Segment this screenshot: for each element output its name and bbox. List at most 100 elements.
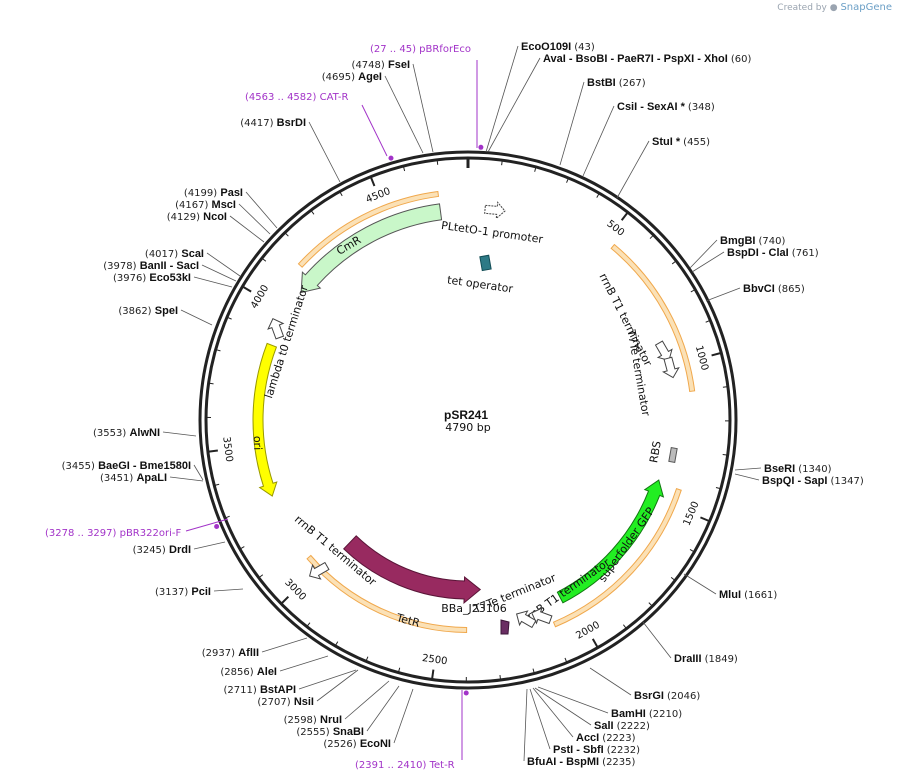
enzyme-label-alei[interactable]: (2856) AleI: [220, 666, 277, 678]
enzyme-label-agei[interactable]: (4695) AgeI: [322, 71, 382, 83]
enzyme-leader-line: [559, 81, 585, 166]
credit-brand: SnapGene: [840, 2, 892, 13]
enzyme-label-avai[interactable]: AvaI - BsoBI - PaeR7I - PspXI - XhoI (60…: [543, 53, 751, 65]
tick-mark: [620, 211, 629, 221]
enzyme-label-apali[interactable]: (3451) ApaLI: [100, 472, 167, 484]
enzyme-label-csii[interactable]: CsiI - SexAI * (348): [617, 101, 715, 113]
enzyme-label-stui[interactable]: StuI * (455): [652, 136, 710, 148]
enzyme-leader-line: [642, 621, 672, 659]
snapgene-logo-icon: ●: [829, 3, 838, 13]
enzyme-leader-line: [261, 637, 308, 653]
tick-mark: [402, 165, 406, 172]
enzyme-leader-line: [229, 215, 265, 243]
enzyme-label-fsei[interactable]: (4748) FseI: [352, 59, 410, 71]
enzyme-label-banii[interactable]: (3978) BanII - SacI: [103, 260, 199, 272]
enzyme-label-drdi[interactable]: (3245) DrdI: [133, 544, 191, 556]
credit-prefix: Created by: [777, 3, 827, 13]
enzyme-label-draiii[interactable]: DraIII (1849): [674, 653, 738, 665]
enzyme-label-bstbi[interactable]: BstBI (267): [587, 77, 646, 89]
enzyme-leader-line: [485, 45, 519, 153]
tick-label: 4000: [249, 283, 271, 311]
enzyme-label-bsrdi[interactable]: (4417) BsrDI: [240, 117, 306, 129]
tick-mark: [261, 257, 267, 262]
rbs-box: [668, 447, 678, 463]
enzyme-leader-line: [193, 276, 233, 288]
ori-arrow: [252, 342, 278, 497]
terminator-arrow-icon: [662, 356, 680, 379]
enzyme-label-bmgbi[interactable]: BmgBI (740): [720, 235, 785, 247]
enzyme-label-bamhi[interactable]: BamHI (2210): [611, 708, 682, 720]
enzyme-label-baegi[interactable]: (3455) BaeGI - Bme1580I: [62, 460, 191, 472]
tick-mark: [365, 656, 369, 662]
enzyme-label-aflii[interactable]: (2937) AflII: [202, 647, 259, 659]
enzyme-label-bspqi[interactable]: BspQI - SapI (1347): [762, 475, 864, 487]
tick-mark: [207, 449, 218, 453]
tick-mark: [226, 316, 232, 320]
feature-label-tetr: TetR: [394, 611, 421, 630]
enzyme-leader-line: [298, 669, 357, 690]
backbone-outer-ring: [198, 150, 738, 690]
tick-mark: [436, 159, 439, 165]
enzyme-label-bspdi[interactable]: BspDI - ClaI (761): [727, 247, 819, 259]
enzyme-leader-line: [213, 588, 244, 592]
enzyme-leader-line: [523, 688, 528, 762]
primer-label-tet-r[interactable]: (2391 .. 2410) Tet-R: [355, 760, 455, 771]
enzyme-leader-line: [734, 473, 760, 481]
tick-mark: [208, 382, 214, 385]
enzyme-label-econi[interactable]: (2526) EcoNI: [323, 738, 391, 750]
enzyme-label-ecoo109i[interactable]: EcoO109I (43): [521, 41, 595, 53]
enzyme-label-bstapi[interactable]: (2711) BstAPI: [224, 684, 297, 696]
enzyme-leader-line: [193, 541, 226, 550]
primer-label-pbr322ori-f[interactable]: (3278 .. 3297) pBR322ori-F: [45, 528, 181, 539]
enzyme-label-nrui[interactable]: (2598) NruI: [284, 714, 342, 726]
enzyme-label-psti[interactable]: PstI - SbfI (2232): [553, 744, 640, 756]
enzyme-label-spei[interactable]: (3862) SpeI: [118, 305, 178, 317]
enzyme-label-msci[interactable]: (4167) MscI: [175, 199, 236, 211]
feature-label-pltet-promoter: PLtetO-1 promoter: [440, 219, 544, 246]
bba-j23106-promoter-icon: [500, 619, 510, 635]
plasmid-length: 4790 bp: [445, 421, 490, 434]
tick-mark: [284, 232, 289, 237]
enzyme-leader-line: [616, 140, 650, 199]
enzyme-leader-line: [316, 669, 359, 702]
enzyme-leader-line: [734, 467, 762, 471]
enzyme-label-mlui[interactable]: MluI (1661): [719, 589, 777, 601]
enzyme-label-bseri[interactable]: BseRI (1340): [764, 463, 832, 475]
tick-mark: [649, 234, 654, 239]
feature-label-tet-operator: tet operator: [446, 273, 514, 295]
primer-marker: [463, 690, 469, 696]
tick-mark: [711, 351, 722, 357]
feature-label-t7te-terminator: T7Te terminator: [624, 328, 652, 418]
enzyme-leader-line: [193, 464, 204, 481]
primer-label-pbrforeco[interactable]: (27 .. 45) pBRforEco: [370, 44, 471, 55]
tick-mark: [310, 209, 315, 215]
tick-label: 2000: [574, 620, 602, 642]
enzyme-label-acci[interactable]: AccI (2223): [576, 732, 636, 744]
tick-mark: [722, 453, 728, 456]
tick-mark: [705, 319, 711, 323]
terminator-arrow-icon: [531, 607, 553, 625]
tick-mark: [431, 669, 435, 680]
enzyme-label-bbvci[interactable]: BbvCI (865): [743, 283, 805, 295]
tick-mark: [369, 176, 376, 187]
feature-label-ori: ori: [251, 436, 264, 451]
tick-label: 2500: [421, 653, 448, 667]
enzyme-label-pasi[interactable]: (4199) PasI: [184, 187, 243, 199]
primer-label-cat-r[interactable]: (4563 .. 4582) CAT-R: [245, 92, 348, 103]
enzyme-label-ncoi[interactable]: (4129) NcoI: [167, 211, 227, 223]
enzyme-leader-line: [529, 688, 551, 750]
enzyme-leader-line: [201, 264, 237, 282]
enzyme-leader-line: [344, 680, 390, 720]
enzyme-label-sali[interactable]: SalI (2222): [594, 720, 650, 732]
tick-mark: [564, 657, 568, 663]
enzyme-label-eco53ki[interactable]: (3976) Eco53kI: [113, 272, 191, 284]
enzyme-label-snabi[interactable]: (2555) SnaBI: [296, 726, 364, 738]
enzyme-label-bfuai[interactable]: BfuAI - BspMI (2235): [527, 756, 636, 768]
enzyme-label-pcii[interactable]: (3137) PciI: [155, 586, 211, 598]
enzyme-label-nsii[interactable]: (2707) NsiI: [257, 696, 314, 708]
tick-label: 1500: [682, 500, 702, 528]
tick-mark: [339, 191, 343, 197]
enzyme-label-bsrgi[interactable]: BsrGI (2046): [634, 690, 700, 702]
enzyme-label-alwni[interactable]: (3553) AlwNI: [93, 427, 160, 439]
enzyme-label-scai[interactable]: (4017) ScaI: [145, 248, 204, 260]
